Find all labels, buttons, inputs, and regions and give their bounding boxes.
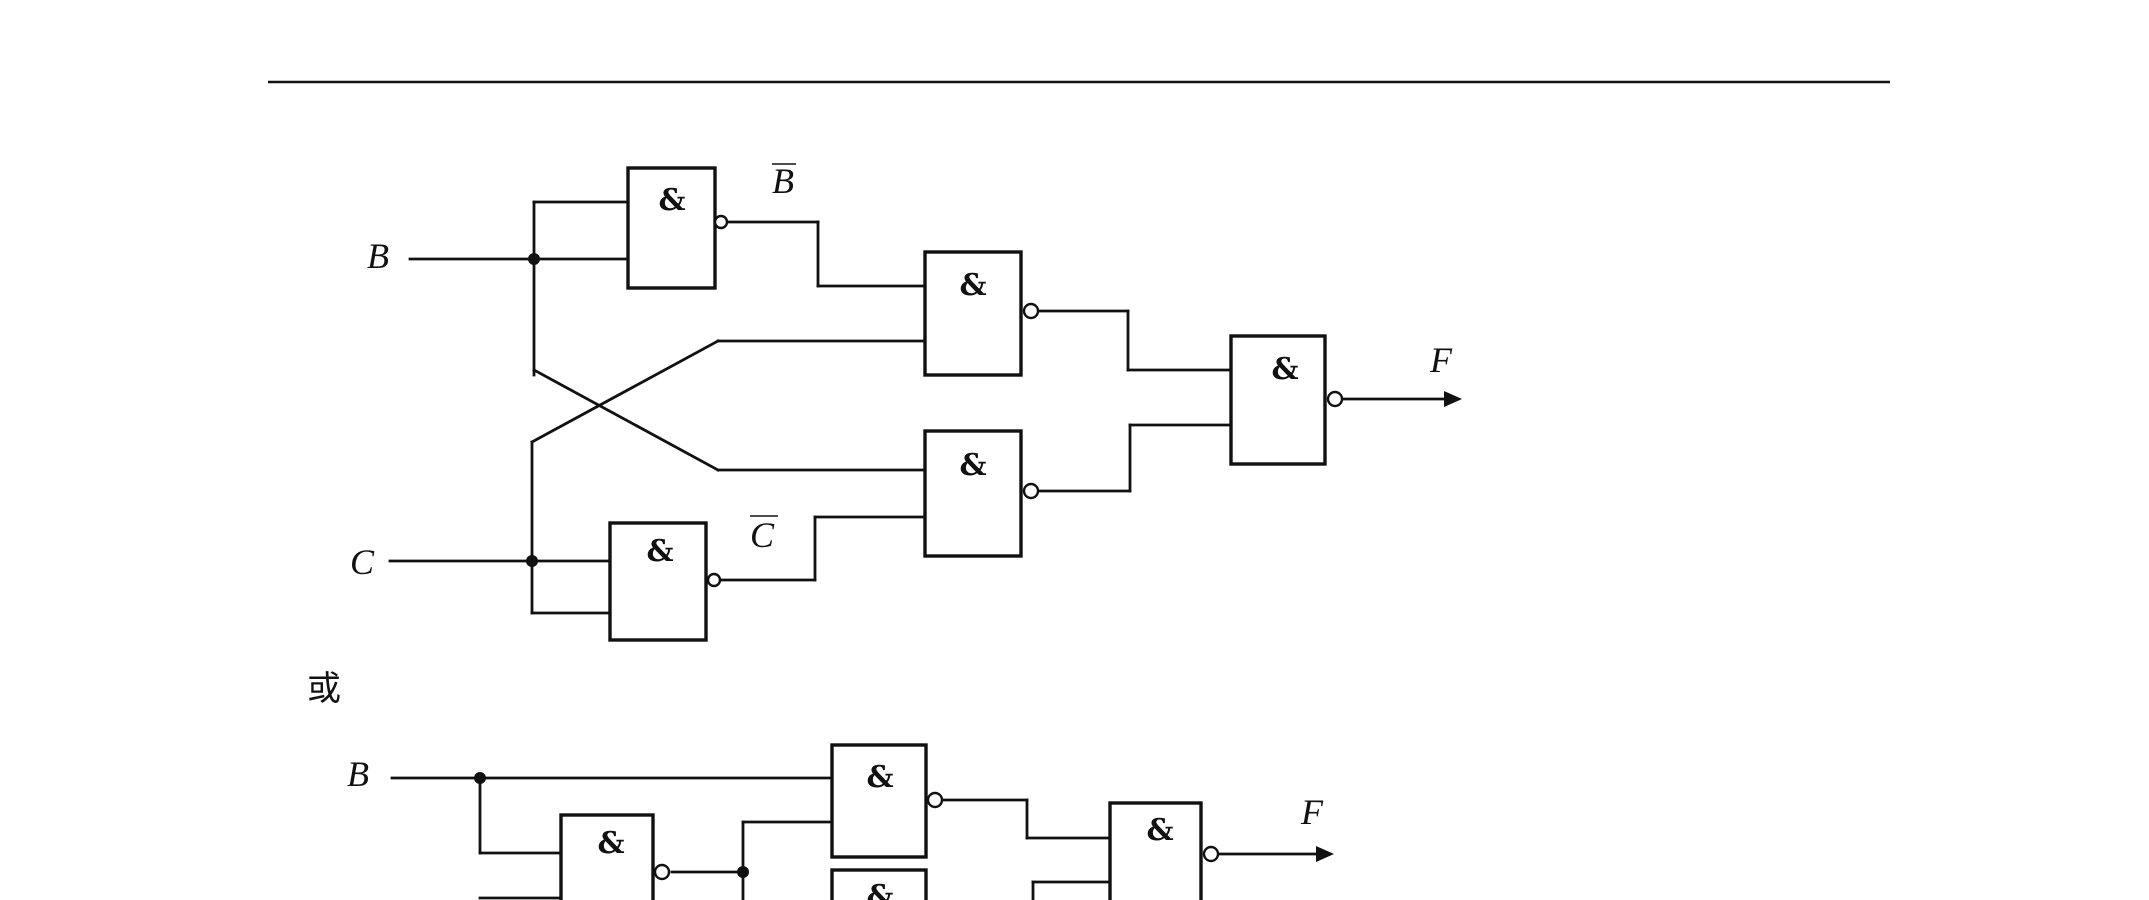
wires-to-final-gate <box>1036 309 1233 493</box>
c-bar-label: C <box>750 515 775 555</box>
b-bar-label: B <box>772 161 794 201</box>
output-f-label: F <box>1300 792 1324 832</box>
gate-symbol: & <box>866 879 893 900</box>
gate-symbol: & <box>646 534 673 569</box>
wires-b-input <box>408 200 630 377</box>
wires-gate-outputs <box>670 798 1112 900</box>
nand-gate-5: & <box>608 521 722 642</box>
gate-symbol: & <box>1146 813 1173 848</box>
nand-gate-1: & <box>626 166 729 290</box>
gate-symbol: & <box>597 826 624 861</box>
circuit-1: B C B C F <box>350 161 1462 642</box>
wire-b-bar <box>722 220 927 288</box>
separator-label: 或 <box>307 669 341 709</box>
inversion-bubble <box>1202 845 1220 863</box>
gate-symbol: & <box>959 448 986 483</box>
nand-gate-middle: & <box>559 813 671 900</box>
output-arrow <box>1341 391 1462 407</box>
input-b-label: B <box>367 236 389 276</box>
inversion-bubble <box>1326 390 1344 408</box>
junction-dot <box>737 866 749 878</box>
gate-symbol: & <box>658 183 685 218</box>
nand-gate-2: & <box>923 250 1040 377</box>
nand-gate-output: & <box>1108 801 1220 900</box>
wires-crossing <box>530 339 927 472</box>
junction-dot <box>526 555 538 567</box>
input-c-label: C <box>350 542 375 582</box>
inversion-bubble <box>653 863 671 881</box>
junction-dot <box>528 253 540 265</box>
input-b-label: B <box>347 754 369 794</box>
gate-symbol: & <box>959 268 986 303</box>
nand-gate-lower: & <box>830 868 928 900</box>
wire-c-bar <box>712 515 927 582</box>
inversion-bubble <box>926 791 944 809</box>
nand-gate-3: & <box>923 429 1040 558</box>
inversion-bubble <box>1022 482 1040 500</box>
inversion-bubble <box>713 214 729 230</box>
nand-gate-top: & <box>830 743 944 859</box>
output-arrow <box>1218 846 1334 862</box>
inversion-bubble <box>706 572 722 588</box>
gate-symbol: & <box>1271 352 1298 387</box>
circuit-2: B F & <box>347 743 1334 900</box>
inversion-bubble <box>1022 302 1040 320</box>
nand-gate-4: & <box>1229 334 1344 466</box>
junction-dot <box>474 772 486 784</box>
gate-symbol: & <box>866 760 893 795</box>
wires-b-input <box>390 772 834 900</box>
wires-c-input <box>388 440 612 615</box>
output-f-label: F <box>1429 340 1453 380</box>
